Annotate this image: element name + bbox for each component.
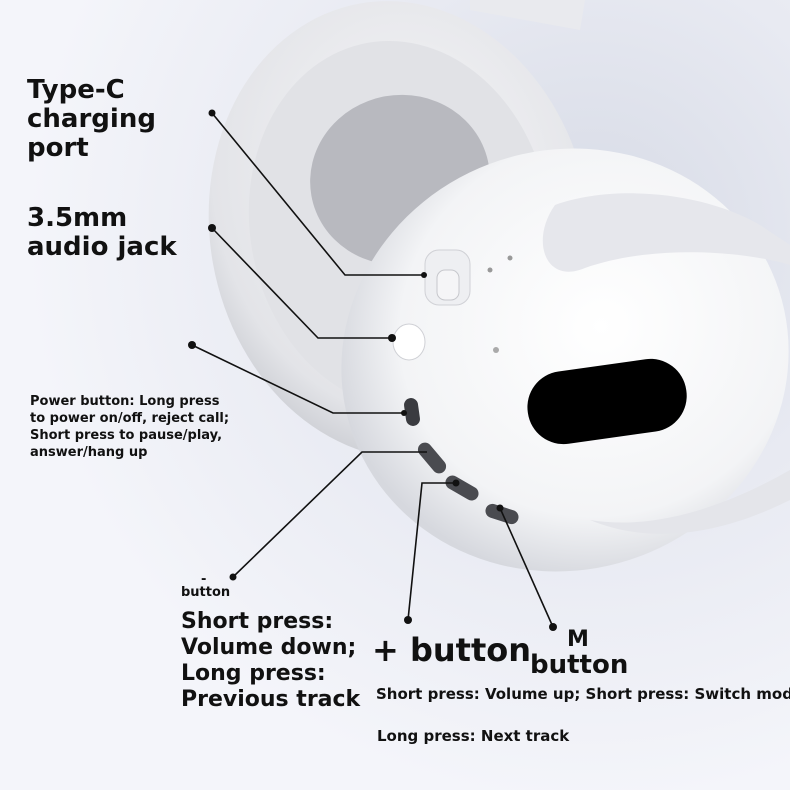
power-button-label: Power button: Long press to power on/off… (30, 394, 230, 460)
m-button-label: button (530, 650, 629, 680)
m-letter: M (567, 627, 589, 652)
plus-button-label: + button (372, 631, 531, 669)
minus-symbol: - (201, 572, 207, 587)
typec-label: Type-C charging port (27, 75, 156, 163)
minus-button (417, 442, 447, 474)
minus-button-label: button (181, 585, 231, 600)
minus-button-description: Short press: Volume down; Long press: Pr… (181, 609, 361, 712)
audio-jack (392, 323, 426, 361)
usb-c-port (436, 269, 460, 301)
audio-jack-label: 3.5mm audio jack (27, 203, 177, 262)
plus-long-press: Long press: Next track (377, 727, 570, 745)
ridge-accent (542, 193, 790, 272)
plus-m-short-press: Short press: Volume up; Short press: Swi… (376, 685, 790, 703)
dark-panel (527, 358, 687, 445)
power-button (404, 398, 420, 426)
headband (470, 0, 585, 30)
